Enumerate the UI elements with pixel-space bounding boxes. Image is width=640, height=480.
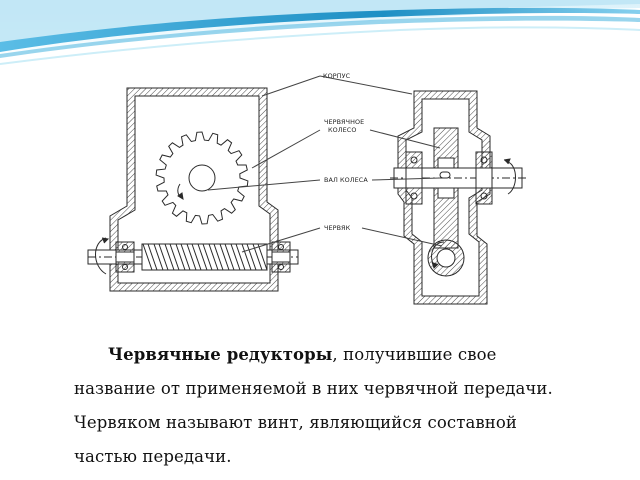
worm-shaft bbox=[87, 237, 299, 275]
label-worm: ЧЕРВЯК bbox=[324, 224, 351, 232]
caption-paragraph: Червячные редукторы, получившие свое наз… bbox=[74, 338, 574, 474]
label-housing: КОРПУС bbox=[323, 72, 351, 80]
caption-bold-term: Червячные редукторы bbox=[108, 345, 333, 364]
worm-wheel-gear bbox=[155, 131, 249, 225]
leader-lines bbox=[207, 75, 443, 253]
caption-text: , получившие свое название от применяемо… bbox=[74, 345, 553, 466]
header-wave-decoration bbox=[0, 0, 640, 65]
label-worm-wheel-1: ЧЕРВЯЧНОЕ bbox=[324, 118, 364, 126]
worm-gear-diagram: КОРПУС ЧЕРВЯЧНОЕ КОЛЕСО ВАЛ КОЛЕСА ЧЕРВЯ… bbox=[87, 72, 527, 305]
side-view-housing bbox=[390, 90, 527, 305]
label-worm-wheel-2: КОЛЕСО bbox=[328, 126, 357, 134]
label-wheel-shaft: ВАЛ КОЛЕСА bbox=[324, 176, 368, 184]
